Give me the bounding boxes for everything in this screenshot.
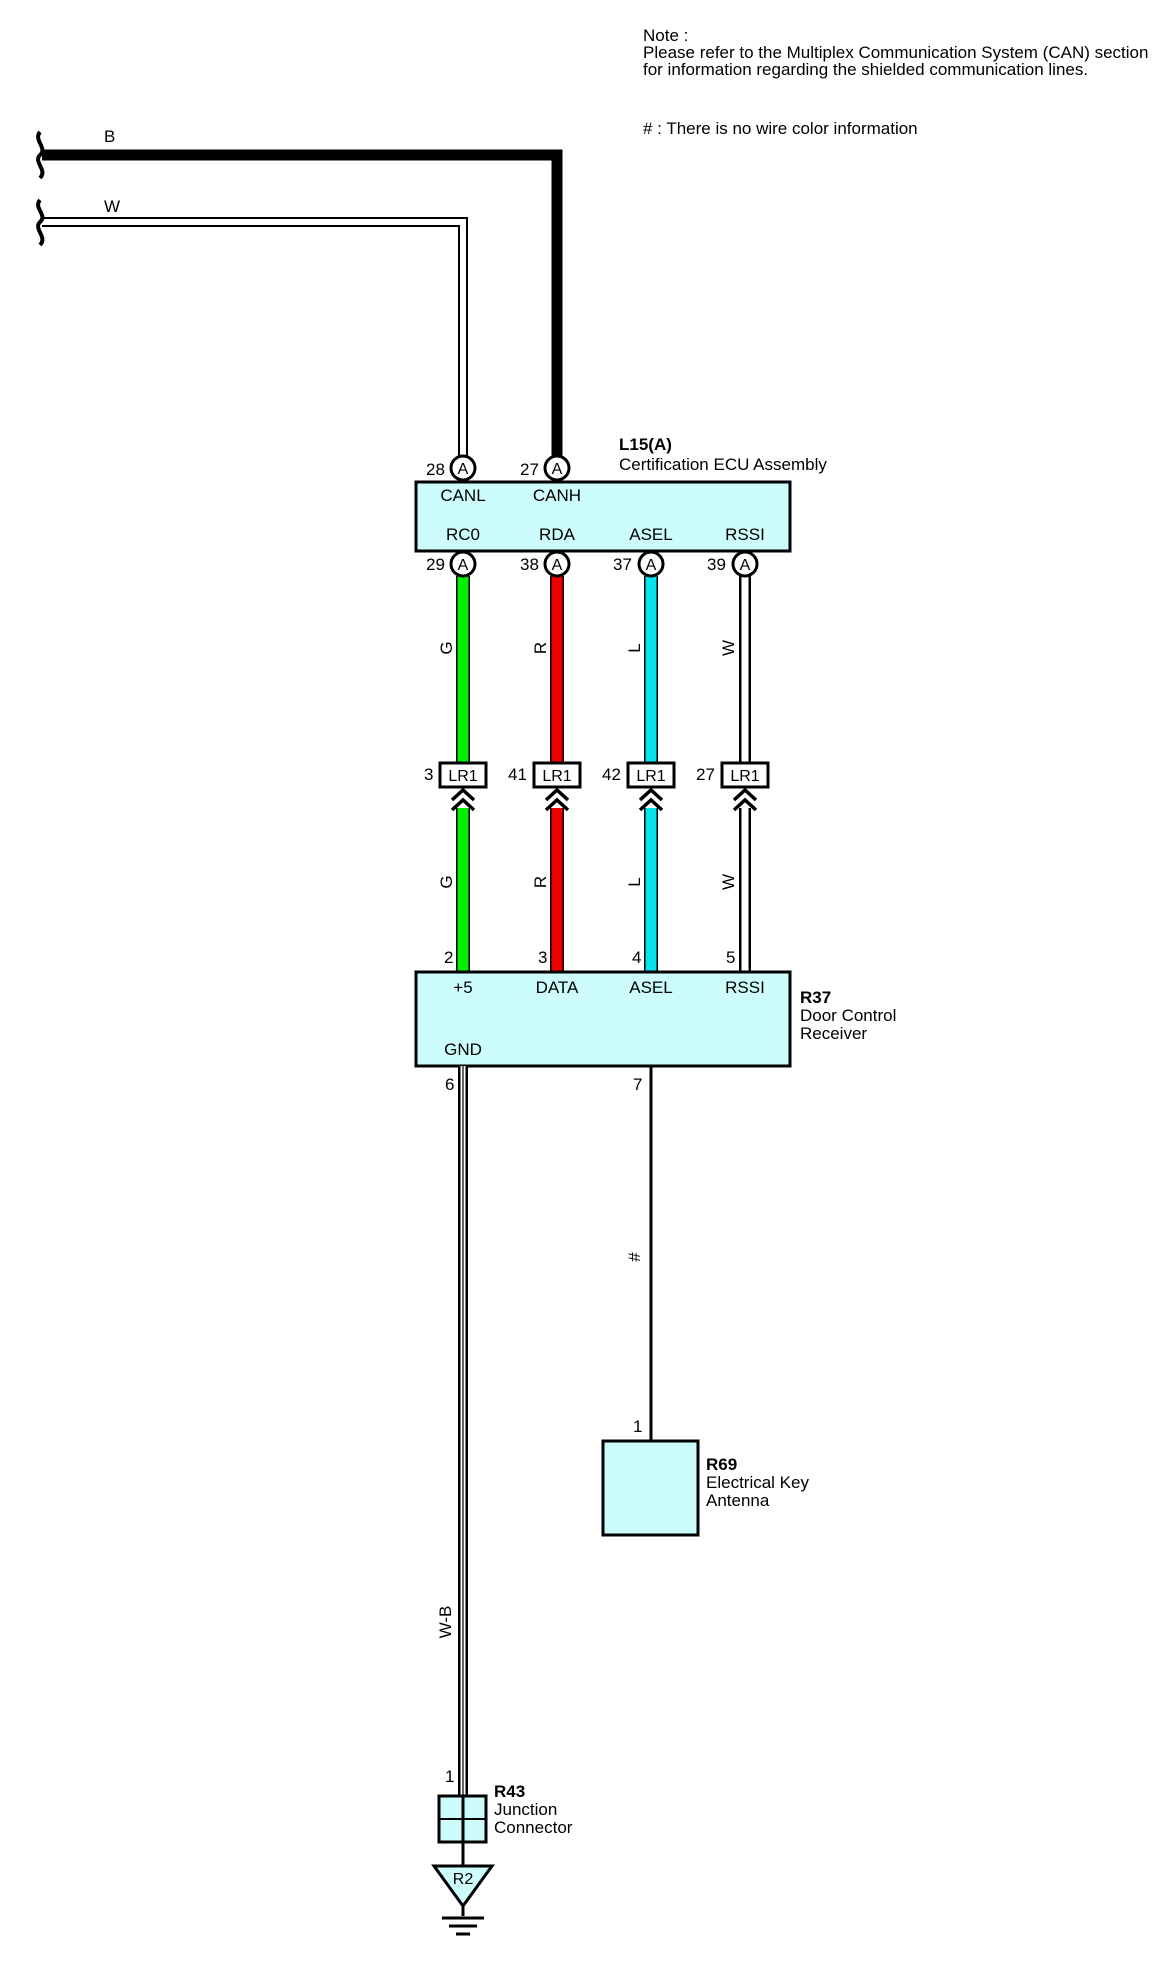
wire-r69-label: # — [625, 1252, 644, 1262]
r37-pin-2: 2 — [444, 948, 453, 967]
r37-pin-name-asel: ASEL — [629, 978, 672, 997]
l15-pin-28: 28 A — [426, 454, 477, 482]
note-line-1: Please refer to the Multiplex Communicat… — [643, 43, 1148, 62]
r37-pin-3: 3 — [538, 948, 547, 967]
wire-color-label-g-upper: G — [437, 641, 456, 654]
svg-text:37: 37 — [613, 555, 632, 574]
connector-code: A — [740, 557, 751, 574]
l15-pin-39: 39 A — [707, 550, 759, 578]
chevron-up-icon — [732, 787, 758, 812]
r37-id: R37 — [800, 988, 831, 1007]
chevron-up-icon — [638, 787, 664, 812]
r37-pin-name-data: DATA — [536, 978, 579, 997]
l15-pin-29: 29 A — [426, 550, 477, 578]
svg-text:3: 3 — [424, 765, 433, 784]
svg-text:LR1: LR1 — [542, 768, 571, 785]
l15-pin-name-rda: RDA — [539, 525, 576, 544]
r37-pin-name-rssi: RSSI — [725, 978, 765, 997]
wire-w-label: W — [104, 197, 120, 216]
svg-text:LR1: LR1 — [730, 768, 759, 785]
connector-code: A — [552, 557, 563, 574]
r43-name-line1: Junction — [494, 1800, 557, 1819]
l15-pin-name-canl: CANL — [440, 486, 485, 505]
r37-pin-7: 7 — [633, 1075, 642, 1094]
l15-pin-27: 27 A — [520, 454, 571, 482]
wire-color-label-r-upper: R — [531, 642, 550, 654]
ground-id: R2 — [453, 1871, 474, 1888]
wire-color-label-l-lower: L — [625, 877, 644, 886]
wire-w-b-label: W-B — [436, 1606, 455, 1639]
l15-pin-name-rssi: RSSI — [725, 525, 765, 544]
lr1-connector-l: 42 LR1 — [602, 761, 676, 812]
connector-code: A — [552, 461, 563, 478]
svg-text:29: 29 — [426, 555, 445, 574]
r37-name-line2: Receiver — [800, 1024, 867, 1043]
r69-box — [601, 1439, 700, 1537]
svg-text:LR1: LR1 — [636, 768, 665, 785]
chevron-up-icon — [450, 787, 476, 812]
svg-text:27: 27 — [520, 460, 539, 479]
connector-code: A — [646, 557, 657, 574]
r69-pin-1: 1 — [633, 1417, 642, 1436]
svg-text:27: 27 — [696, 765, 715, 784]
r37-name-line1: Door Control — [800, 1006, 896, 1025]
wire-color-label-g-lower: G — [437, 875, 456, 888]
svg-text:28: 28 — [426, 460, 445, 479]
r43-id: R43 — [494, 1782, 525, 1801]
connector-code: A — [458, 461, 469, 478]
l15-pin-name-canh: CANH — [533, 486, 581, 505]
wire-color-label-r-lower: R — [531, 876, 550, 888]
note-line-2: for information regarding the shielded c… — [643, 60, 1088, 79]
chevron-up-icon — [544, 787, 570, 812]
ground-icon — [431, 1864, 495, 1936]
legend-note: # : There is no wire color information — [643, 119, 918, 138]
r37-pin-6: 6 — [445, 1075, 454, 1094]
connector-code: A — [458, 557, 469, 574]
l15-pin-37: 37 A — [613, 550, 665, 578]
r37-pin-name-gnd: GND — [444, 1040, 482, 1059]
l15-pin-38: 38 A — [520, 550, 571, 578]
svg-text:38: 38 — [520, 555, 539, 574]
svg-text:42: 42 — [602, 765, 621, 784]
r37-pin-name-plus5: +5 — [453, 978, 472, 997]
r69-id: R69 — [706, 1455, 737, 1474]
r43-pin-1: 1 — [445, 1767, 454, 1786]
r43-name-line2: Connector — [494, 1818, 573, 1837]
r37-pin-5: 5 — [726, 948, 735, 967]
l15-pin-name-asel: ASEL — [629, 525, 672, 544]
l15-pin-name-rc0: RC0 — [446, 525, 480, 544]
wire-b-canh: B — [36, 127, 563, 468]
wire-break-icon — [36, 198, 45, 247]
wire-color-label-l-upper: L — [625, 643, 644, 652]
r69-name-line1: Electrical Key — [706, 1473, 809, 1492]
wire-w-canl: W — [36, 197, 468, 468]
svg-text:LR1: LR1 — [448, 768, 477, 785]
wire-color-label-w-upper: W — [719, 640, 738, 656]
note-label: Note : — [643, 26, 688, 45]
wire-b-label: B — [104, 127, 115, 146]
lr1-connector-w: 27 LR1 — [696, 761, 770, 812]
l15-name: Certification ECU Assembly — [619, 455, 827, 474]
svg-text:41: 41 — [508, 765, 527, 784]
svg-text:39: 39 — [707, 555, 726, 574]
wire-break-icon — [36, 130, 45, 180]
r37-pin-4: 4 — [632, 948, 641, 967]
l15-id: L15(A) — [619, 435, 672, 454]
wire-color-label-w-lower: W — [719, 874, 738, 890]
lr1-connector-r: 41 LR1 — [508, 761, 582, 812]
l15-box — [414, 480, 792, 553]
r37-box — [414, 970, 792, 1068]
r69-name-line2: Antenna — [706, 1491, 770, 1510]
lr1-connector-g: 3 LR1 — [424, 761, 488, 812]
